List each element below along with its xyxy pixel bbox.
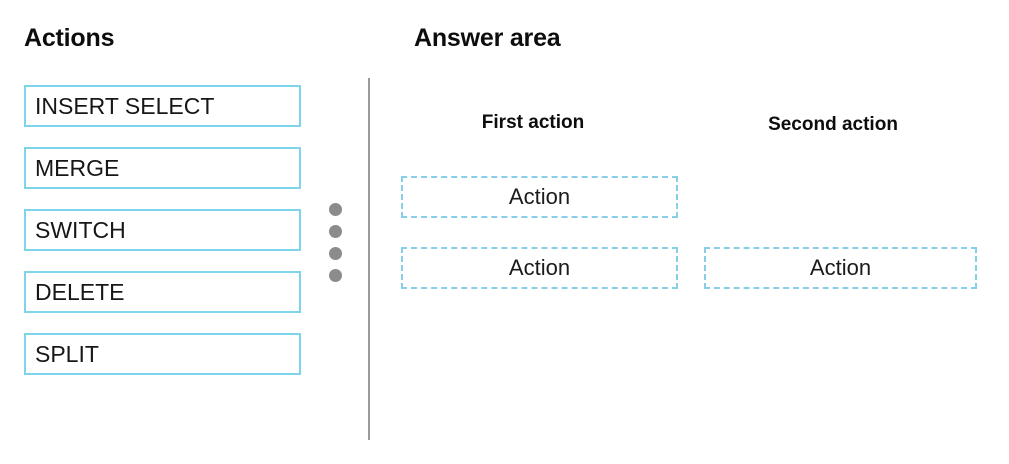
action-item-delete[interactable]: DELETE: [24, 271, 301, 313]
action-item-label: SWITCH: [35, 216, 126, 243]
drag-dot-icon: [328, 247, 342, 260]
drop-slot-first-action-2[interactable]: Action: [401, 247, 678, 289]
drop-slot-second-action-1[interactable]: Action: [704, 247, 977, 289]
page-title-actions: Actions: [24, 24, 115, 52]
action-item-switch[interactable]: SWITCH: [24, 209, 301, 251]
drop-slot-placeholder: Action: [508, 184, 571, 209]
vertical-divider: [368, 78, 370, 440]
drop-slot-placeholder: Action: [809, 255, 872, 280]
drag-dot-icon: [328, 203, 342, 216]
action-item-label: MERGE: [35, 154, 120, 181]
drag-dot-icon: [328, 269, 342, 282]
action-item-label: DELETE: [35, 278, 125, 305]
column-header-first-action: First action: [481, 112, 585, 133]
column-header-second-action: Second action: [768, 114, 898, 135]
drag-handle-dots-icon[interactable]: [327, 203, 343, 282]
actions-source-list: INSERT SELECT MERGE SWITCH DELETE SPLIT: [24, 85, 301, 375]
action-item-label: SPLIT: [35, 340, 99, 367]
drag-dot-icon: [328, 225, 342, 238]
action-item-merge[interactable]: MERGE: [24, 147, 301, 189]
action-item-split[interactable]: SPLIT: [24, 333, 301, 375]
action-item-insert-select[interactable]: INSERT SELECT: [24, 85, 301, 127]
action-item-label: INSERT SELECT: [35, 92, 215, 119]
page-title-answer-area: Answer area: [414, 24, 561, 52]
drop-slot-first-action-1[interactable]: Action: [401, 176, 678, 218]
drop-slot-placeholder: Action: [508, 255, 571, 280]
